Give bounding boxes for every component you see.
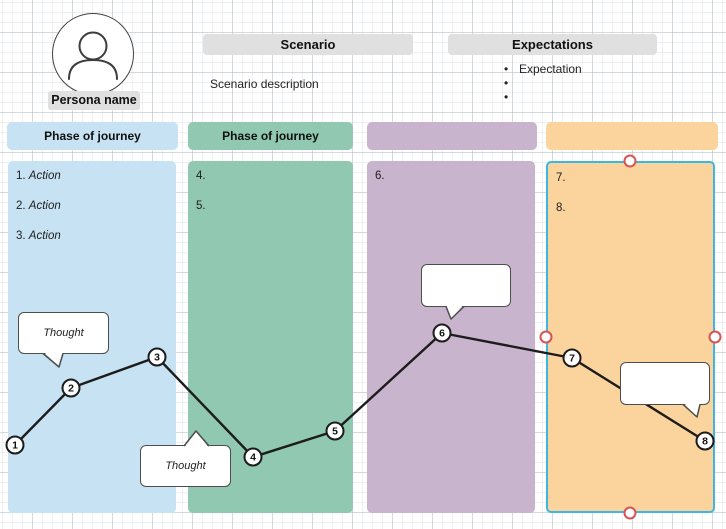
- journey-node-7[interactable]: 7: [562, 348, 582, 368]
- person-icon: [68, 31, 118, 80]
- phase-header-2[interactable]: Phase of journey: [188, 122, 353, 150]
- action-item[interactable]: 1. Action: [16, 170, 61, 182]
- action-item[interactable]: 3. Action: [16, 230, 61, 242]
- scenario-header[interactable]: Scenario: [203, 34, 413, 55]
- persona-name-label[interactable]: Persona name: [48, 91, 140, 110]
- journey-node-3[interactable]: 3: [147, 347, 167, 367]
- phase-header-4[interactable]: [546, 122, 718, 150]
- expectations-header[interactable]: Expectations: [448, 34, 657, 55]
- expectation-item[interactable]: [504, 76, 582, 90]
- journey-node-6[interactable]: 6: [432, 323, 452, 343]
- phase-column-4[interactable]: 7. 8.: [546, 161, 715, 513]
- expectation-item[interactable]: Expectation: [504, 62, 582, 76]
- action-item[interactable]: 6.: [375, 170, 385, 182]
- journey-node-8[interactable]: 8: [695, 431, 715, 451]
- phase-column-3[interactable]: 6.: [367, 161, 535, 513]
- journey-node-4[interactable]: 4: [243, 447, 263, 467]
- journey-node-2[interactable]: 2: [61, 378, 81, 398]
- action-item[interactable]: 5.: [196, 200, 206, 212]
- action-item[interactable]: 4.: [196, 170, 206, 182]
- expectations-list: Expectation: [504, 62, 582, 104]
- scenario-description[interactable]: Scenario description: [210, 77, 319, 91]
- phase-header-1[interactable]: Phase of journey: [7, 122, 178, 150]
- selection-handle-top[interactable]: [623, 154, 637, 168]
- action-item[interactable]: 8.: [556, 202, 566, 214]
- journey-node-1[interactable]: 1: [5, 435, 25, 455]
- action-item[interactable]: 7.: [556, 172, 566, 184]
- selection-handle-right[interactable]: [708, 330, 722, 344]
- expectation-item[interactable]: [504, 90, 582, 104]
- thought-bubble-1[interactable]: Thought: [18, 312, 109, 354]
- thought-bubble-3[interactable]: [421, 264, 511, 307]
- thought-bubble-2[interactable]: Thought: [140, 445, 231, 487]
- selection-handle-bottom[interactable]: [623, 506, 637, 520]
- persona-avatar[interactable]: [52, 13, 134, 95]
- action-item[interactable]: 2. Action: [16, 200, 61, 212]
- phase-header-3[interactable]: [367, 122, 537, 150]
- thought-bubble-4[interactable]: [620, 362, 710, 405]
- selection-handle-left[interactable]: [539, 330, 553, 344]
- journey-node-5[interactable]: 5: [325, 421, 345, 441]
